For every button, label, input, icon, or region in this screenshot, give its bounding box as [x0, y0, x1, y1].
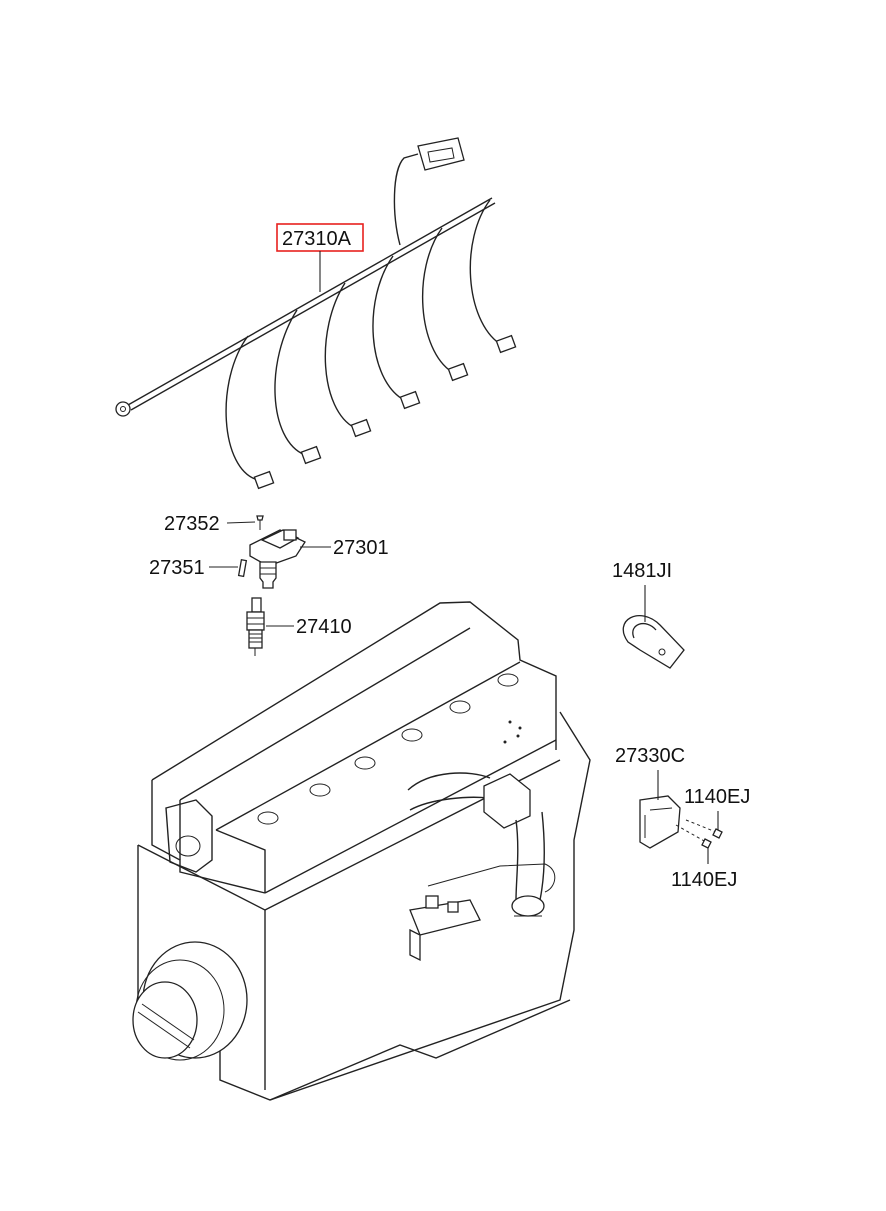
- coil-screw[interactable]: [256, 515, 264, 530]
- bolt-upper[interactable]: [685, 819, 723, 839]
- label-bolt-lower[interactable]: 1140EJ: [671, 869, 737, 891]
- label-screw[interactable]: 27352: [164, 513, 220, 535]
- engine-block: [132, 601, 591, 1101]
- bolt-lower[interactable]: [675, 824, 712, 849]
- clamp[interactable]: [622, 615, 685, 669]
- label-pin[interactable]: 27351: [149, 557, 205, 579]
- wiring-harness[interactable]: [115, 137, 517, 490]
- spark-plug[interactable]: [246, 597, 265, 656]
- label-bracket[interactable]: 27330C: [615, 745, 685, 767]
- label-clamp[interactable]: 1481JI: [612, 560, 672, 582]
- label-harness[interactable]: 27310A: [282, 228, 352, 250]
- label-spark-plug[interactable]: 27410: [296, 616, 352, 638]
- label-coil[interactable]: 27301: [333, 537, 389, 559]
- coil-pin[interactable]: [237, 559, 248, 578]
- label-bolt-upper[interactable]: 1140EJ: [684, 786, 750, 808]
- bracket[interactable]: [639, 795, 681, 849]
- ignition-coil[interactable]: [249, 529, 306, 589]
